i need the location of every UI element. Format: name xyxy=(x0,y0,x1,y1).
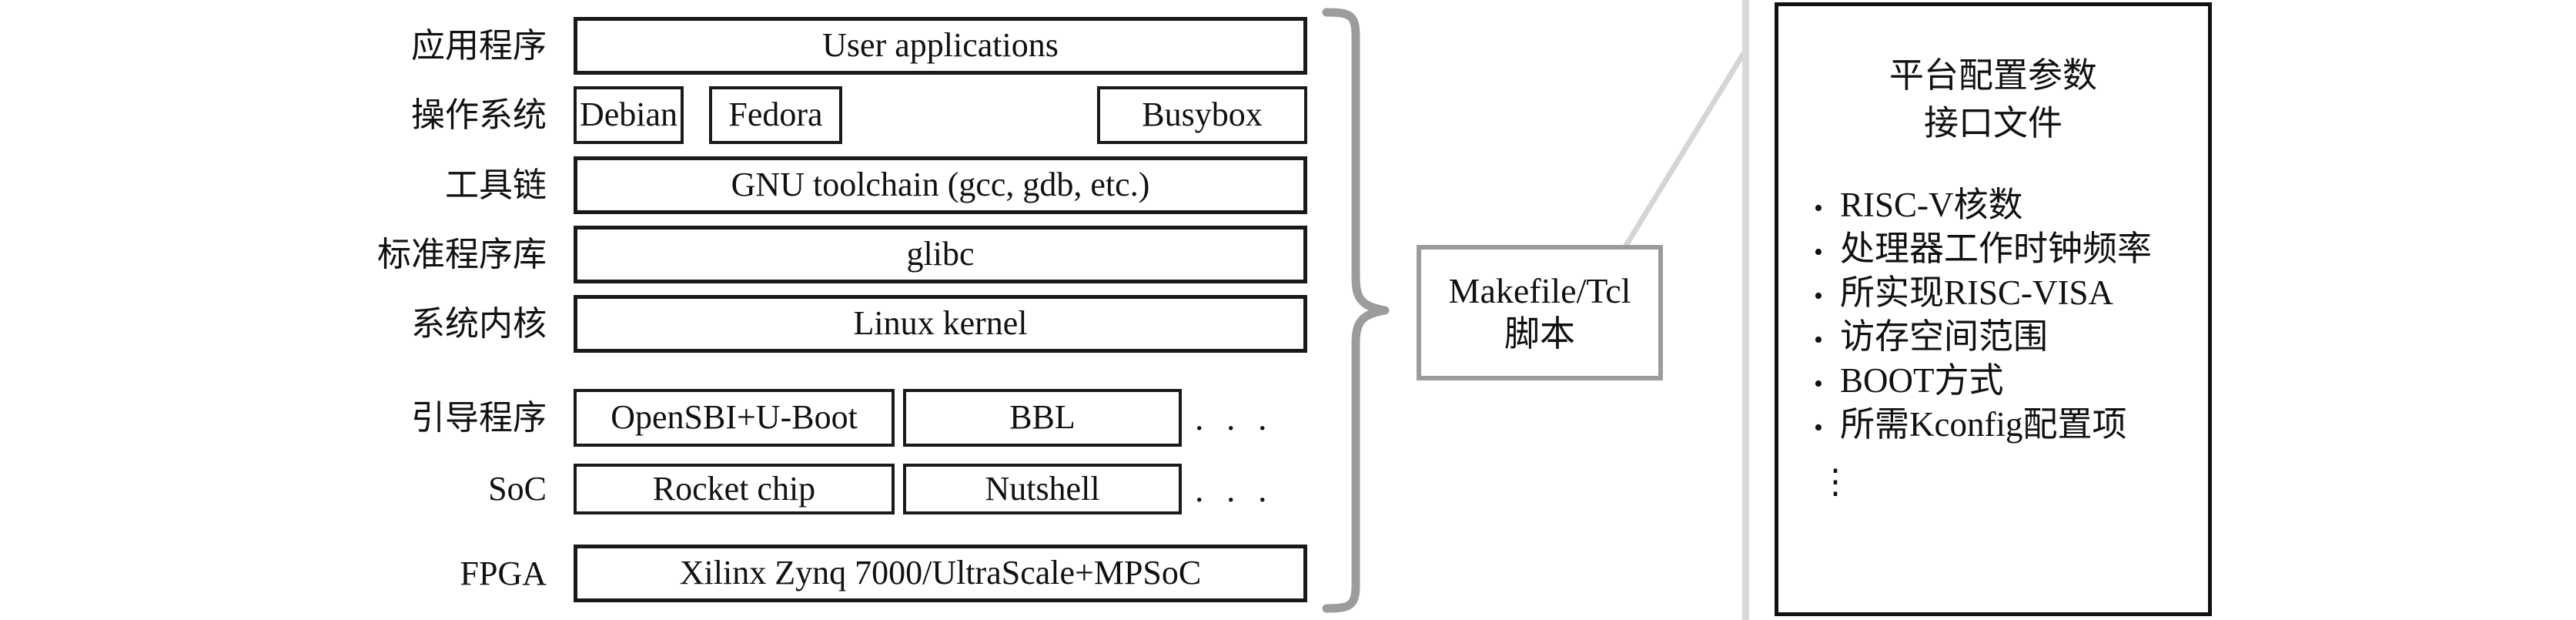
list-item[interactable]: • RISC-V核数 xyxy=(1814,188,2200,232)
stack-row-label-kernel: 系统内核 xyxy=(411,304,547,343)
soc-more-ellipsis: . . . xyxy=(1195,469,1274,509)
section-divider xyxy=(1742,0,1749,620)
bootloader-more-ellipsis: . . . xyxy=(1195,398,1274,437)
bullet-dot-icon: • xyxy=(1814,326,1823,354)
script-box-line-1: Makefile/Tcl xyxy=(1448,270,1631,310)
stack-box-bbl[interactable]: BBL xyxy=(903,389,1182,447)
list-item-label: 处理器工作时钟频率 xyxy=(1840,230,2153,268)
stack-box-busybox[interactable]: Busybox xyxy=(1097,86,1307,144)
list-item-label: BOOT方式 xyxy=(1840,361,2004,400)
list-item-label: 访存空间范围 xyxy=(1840,317,2049,356)
stack-box-fpga-board[interactable]: Xilinx Zynq 7000/UltraScale+MPSoC xyxy=(574,545,1307,602)
stack-row-label-operating-system: 操作系统 xyxy=(411,96,547,134)
list-item-label: RISC-V核数 xyxy=(1840,186,2023,224)
panel-title-line-1: 平台配置参数 xyxy=(1889,56,2097,95)
stack-box-linux-kernel[interactable]: Linux kernel xyxy=(574,295,1307,353)
stack-box-rocket-chip[interactable]: Rocket chip xyxy=(574,464,895,514)
stack-box-fedora[interactable]: Fedora xyxy=(709,86,842,144)
stack-row-label-bootloader: 引导程序 xyxy=(411,398,547,437)
list-item[interactable]: • 所需Kconfig配置项 xyxy=(1814,407,2200,451)
bullet-dot-icon: • xyxy=(1814,194,1823,223)
bullet-dot-icon: • xyxy=(1814,238,1823,266)
stack-row-label-fpga: FPGA xyxy=(460,554,547,592)
stack-row-label-applications: 应用程序 xyxy=(411,26,547,65)
stack-box-gnu-toolchain[interactable]: GNU toolchain (gcc, gdb, etc.) xyxy=(574,156,1307,214)
stack-row-label-soc: SoC xyxy=(488,470,547,508)
list-item[interactable]: • 所实现RISC-VISA xyxy=(1814,276,2200,320)
panel-title-line-2: 接口文件 xyxy=(1923,104,2062,142)
stack-row-label-standard-library: 标准程序库 xyxy=(377,235,547,273)
script-to-panel-connector xyxy=(1621,46,1749,251)
stack-box-debian[interactable]: Debian xyxy=(574,86,684,144)
stack-row-label-toolchain: 工具链 xyxy=(445,166,547,204)
list-continuation-vertical-ellipsis-icon: ⋮ xyxy=(1818,463,1852,501)
bullet-dot-icon: • xyxy=(1814,370,1823,398)
list-item[interactable]: • BOOT方式 xyxy=(1814,364,2200,407)
list-item[interactable]: • 访存空间范围 xyxy=(1814,320,2200,364)
stack-box-nutshell[interactable]: Nutshell xyxy=(903,464,1182,514)
stack-box-user-applications[interactable]: User applications xyxy=(574,17,1307,75)
config-parameter-list: • RISC-V核数 • 处理器工作时钟频率 • 所实现RISC-VISA • … xyxy=(1814,188,2200,451)
script-box-line-2: 脚本 xyxy=(1504,314,1575,354)
list-item-label: 所需Kconfig配置项 xyxy=(1840,405,2127,444)
makefile-tcl-script-box[interactable]: Makefile/Tcl 脚本 xyxy=(1417,245,1663,380)
bullet-dot-icon: • xyxy=(1814,282,1823,310)
platform-config-panel: 平台配置参数 接口文件 • RISC-V核数 • 处理器工作时钟频率 • 所实现… xyxy=(1775,2,2212,616)
bullet-dot-icon: • xyxy=(1814,414,1823,442)
stack-box-glibc[interactable]: glibc xyxy=(574,226,1307,283)
list-item-label: 所实现RISC-VISA xyxy=(1840,273,2114,312)
stack-grouping-brace xyxy=(1322,8,1390,613)
list-item[interactable]: • 处理器工作时钟频率 xyxy=(1814,232,2200,276)
stack-box-opensbi-uboot[interactable]: OpenSBI+U-Boot xyxy=(574,389,895,447)
